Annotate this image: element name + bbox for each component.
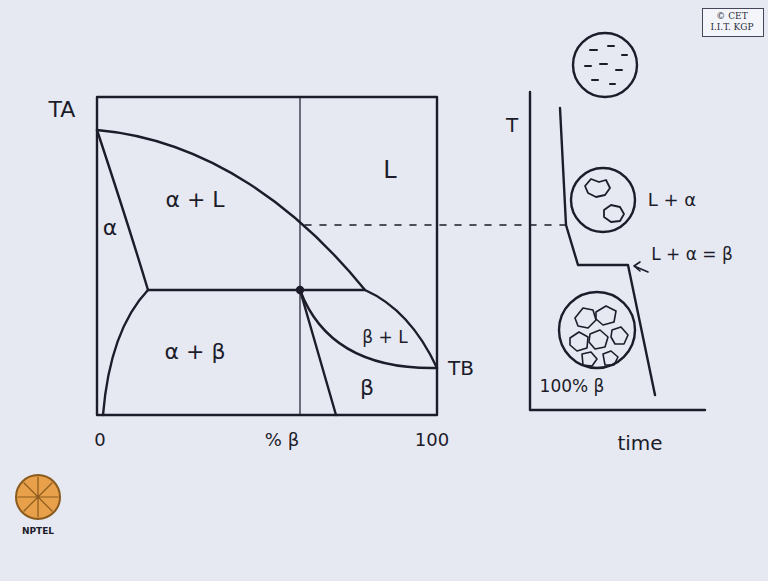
composition-line [299,97,300,415]
phase-field-label: α + β [165,340,226,364]
watermark-box: © CET I.I.T. KGP [702,8,764,37]
reaction-label: L + α = β [651,245,733,264]
liquidus-curve [97,130,437,368]
temperature-label: TB [448,357,474,379]
axis-title: T [506,114,518,136]
temperature-guide [305,224,565,226]
phase-field-label: β [360,376,374,400]
alpha-solvus [103,290,148,415]
logo-text: NPTEL [22,527,54,537]
phase-field-label: α [103,216,118,240]
nptel-logo-spokes [18,477,58,517]
axis-tick: 100 [415,430,449,450]
alpha-crystal [604,205,624,222]
alpha-crystal [585,179,610,197]
beta-microstructure [559,292,635,368]
microstructure-label: L + α [648,190,696,210]
alpha-solidus [97,130,148,290]
liquid-microstructure [573,33,637,97]
watermark-text: © CET I.I.T. KGP [707,11,757,34]
pointer-arrow [634,262,648,272]
microstructure-label: 100% β [540,377,605,396]
liquid-dashes [585,46,627,84]
phase-field-label: L [383,157,396,183]
beta-solidus [300,290,437,368]
alpha-liquid-microstructure [571,168,635,232]
peritectic-point [297,287,303,293]
phase-field-label: α + L [165,188,224,212]
peritectic-line [148,289,365,291]
temperature-label: TA [49,98,76,122]
axis-tick: 0 [94,430,105,450]
plot-frame [97,97,437,415]
nptel-logo [16,475,60,519]
beta-solvus [300,290,336,415]
axis-title: time [617,432,662,454]
cooling-curve [560,108,655,395]
phase-field-label: β + L [362,328,407,347]
axis-title: % β [265,430,299,450]
beta-grains [570,306,628,366]
